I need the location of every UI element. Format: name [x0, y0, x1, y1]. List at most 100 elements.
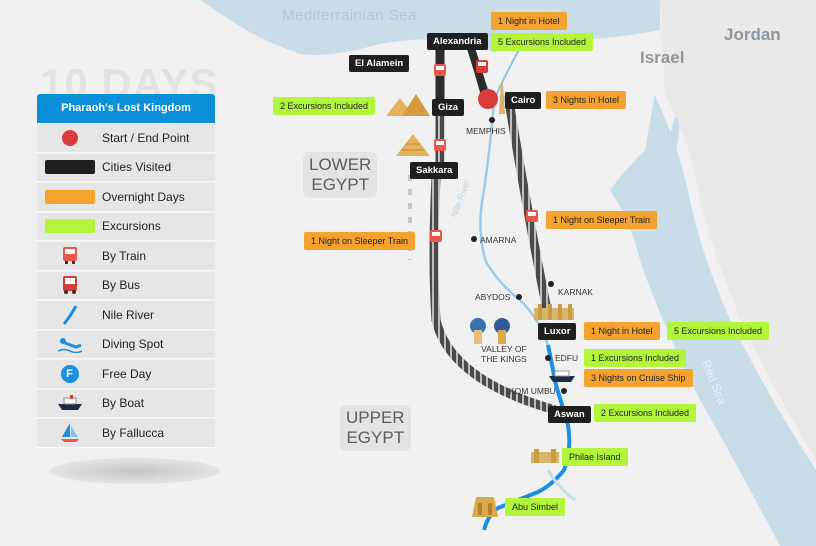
- tag-edfu-excursions: 1 Excursions Included: [584, 349, 687, 367]
- green-bar-icon: [44, 219, 95, 234]
- memphis-dot: [489, 117, 495, 123]
- country-label-israel: Israel: [640, 48, 685, 67]
- start-end-marker: [478, 89, 498, 109]
- legend-item-start-end: Start / End Point: [37, 124, 215, 153]
- orange-bar-icon: [44, 189, 95, 204]
- legend-item-bus: By Bus: [37, 271, 215, 300]
- legend-item-excursions: Excursions: [37, 212, 215, 241]
- poi-memphis[interactable]: MEMPHIS: [466, 126, 506, 136]
- legend-label: Start / End Point: [102, 130, 190, 145]
- poi-edfu[interactable]: EDFU: [555, 353, 579, 363]
- legend-item-overnight: Overnight Days: [37, 183, 215, 212]
- poi-abydos[interactable]: ABYDOS: [475, 292, 511, 302]
- tag-alexandria-hotel: 1 Night in Hotel: [491, 12, 567, 30]
- city-sakkara[interactable]: Sakkara: [410, 162, 459, 179]
- poi-kom-umbu[interactable]: KOM UMBU: [509, 386, 556, 396]
- legend-label: Cities Visited: [102, 160, 172, 175]
- valley-of-kings-icon: [470, 318, 510, 344]
- edfu-dot: [545, 355, 551, 361]
- city-giza[interactable]: Giza: [432, 99, 465, 116]
- lake-nasser: [546, 469, 576, 502]
- legend-item-diving: Diving Spot: [37, 330, 215, 359]
- legend-label: Free Day: [102, 366, 152, 381]
- poi-valley-line1: VALLEY OF: [481, 344, 527, 354]
- abydos-dot: [516, 294, 522, 300]
- eastern-land-shape: [660, 0, 816, 460]
- city-alexandria[interactable]: Alexandria: [427, 33, 488, 50]
- karnak-dot: [548, 281, 554, 287]
- legend-item-fallucca: By Fallucca: [37, 419, 215, 448]
- city-aswan[interactable]: Aswan: [548, 406, 591, 423]
- legend-label: By Boat: [102, 396, 145, 411]
- giza-pyramids-icon: [386, 94, 430, 116]
- legend-item-nile: Nile River: [37, 301, 215, 330]
- cruise-ship-icon: [549, 370, 575, 382]
- black-bar-icon: [44, 160, 95, 175]
- country-label-jordan: Jordan: [724, 25, 781, 44]
- poi-valley-of-the-kings[interactable]: VALLEY OF THE KINGS: [481, 344, 527, 364]
- boat-icon: [57, 395, 82, 411]
- train-icon: [434, 139, 446, 151]
- amarna-dot: [471, 236, 477, 242]
- red-sea-shape: [610, 95, 816, 546]
- tag-cairo-hotel: 3 Nights in Hotel: [546, 91, 627, 109]
- legend-label: Nile River: [102, 307, 155, 322]
- cairo-obelisk-icon: [499, 80, 505, 114]
- poi-amarna[interactable]: AMARNA: [480, 235, 517, 245]
- philae-temple-icon: [531, 449, 559, 463]
- tag-sleeper-train-west: 1 Night on Sleeper Train: [304, 232, 416, 250]
- abu-simbel-icon: [472, 497, 498, 517]
- legend-label: By Train: [102, 248, 147, 263]
- legend-title: Pharaoh's Lost Kingdom: [37, 94, 215, 123]
- tag-alexandria-excursions: 5 Excursions Included: [491, 33, 594, 51]
- legend-label: By Fallucca: [102, 425, 165, 440]
- region-lower-line2: EGYPT: [311, 175, 369, 194]
- tag-sleeper-train-east: 1 Night on Sleeper Train: [546, 211, 658, 229]
- nile-north: [479, 99, 550, 346]
- tag-abu-simbel[interactable]: Abu Simbel: [505, 498, 566, 516]
- legend-label: Excursions: [102, 219, 161, 234]
- kom-umbu-dot: [561, 388, 567, 394]
- legend-panel: Pharaoh's Lost Kingdom Start / End Point…: [37, 94, 215, 448]
- tag-luxor-hotel: 1 Night in Hotel: [584, 322, 660, 340]
- legend-label: By Bus: [102, 278, 141, 293]
- legend-label: Diving Spot: [102, 337, 164, 352]
- train-icon: [62, 246, 77, 264]
- train-icon: [434, 64, 446, 76]
- legend-label: Overnight Days: [102, 189, 185, 204]
- poi-karnak[interactable]: KARNAK: [558, 287, 593, 297]
- region-lower-egypt: LOWER EGYPT: [303, 152, 378, 198]
- legend-item-boat: By Boat: [37, 389, 215, 418]
- poi-valley-line2: THE KINGS: [481, 354, 527, 364]
- tag-giza-excursions: 2 Excursions Included: [273, 97, 376, 115]
- legend-item-train: By Train: [37, 242, 215, 271]
- train-route-west: [429, 177, 557, 415]
- river-icon: [62, 305, 77, 325]
- legend-shadow: [50, 458, 220, 484]
- free-day-icon: F: [60, 364, 79, 383]
- train-icon: [526, 210, 538, 222]
- tag-luxor-excursions: 5 Excursions Included: [667, 322, 770, 340]
- train-icon: [430, 230, 442, 242]
- tag-aswan-excursions: 2 Excursions Included: [594, 404, 697, 422]
- region-lower-line1: LOWER: [309, 155, 372, 174]
- city-luxor[interactable]: Luxor: [538, 323, 577, 340]
- legend-item-cities: Cities Visited: [37, 153, 215, 182]
- karnak-temple-icon: [534, 304, 574, 320]
- region-upper-egypt: UPPER EGYPT: [340, 405, 411, 451]
- sailboat-icon: [60, 422, 79, 442]
- train-route-east: [503, 94, 553, 316]
- region-upper-line1: UPPER: [346, 408, 405, 427]
- nile-south: [482, 344, 572, 531]
- red-circle-icon: [61, 129, 78, 146]
- sakkara-pyramid-icon: [396, 134, 430, 156]
- bus-icon: [62, 276, 77, 295]
- city-el-alamein[interactable]: El Alamein: [349, 55, 410, 72]
- bus-icon: [476, 60, 488, 73]
- city-cairo[interactable]: Cairo: [505, 92, 542, 109]
- legend-item-free-day: F Free Day: [37, 360, 215, 389]
- tag-philae-island[interactable]: Philae Island: [562, 448, 628, 466]
- tag-cruise-ship: 3 Nights on Cruise Ship: [584, 369, 693, 387]
